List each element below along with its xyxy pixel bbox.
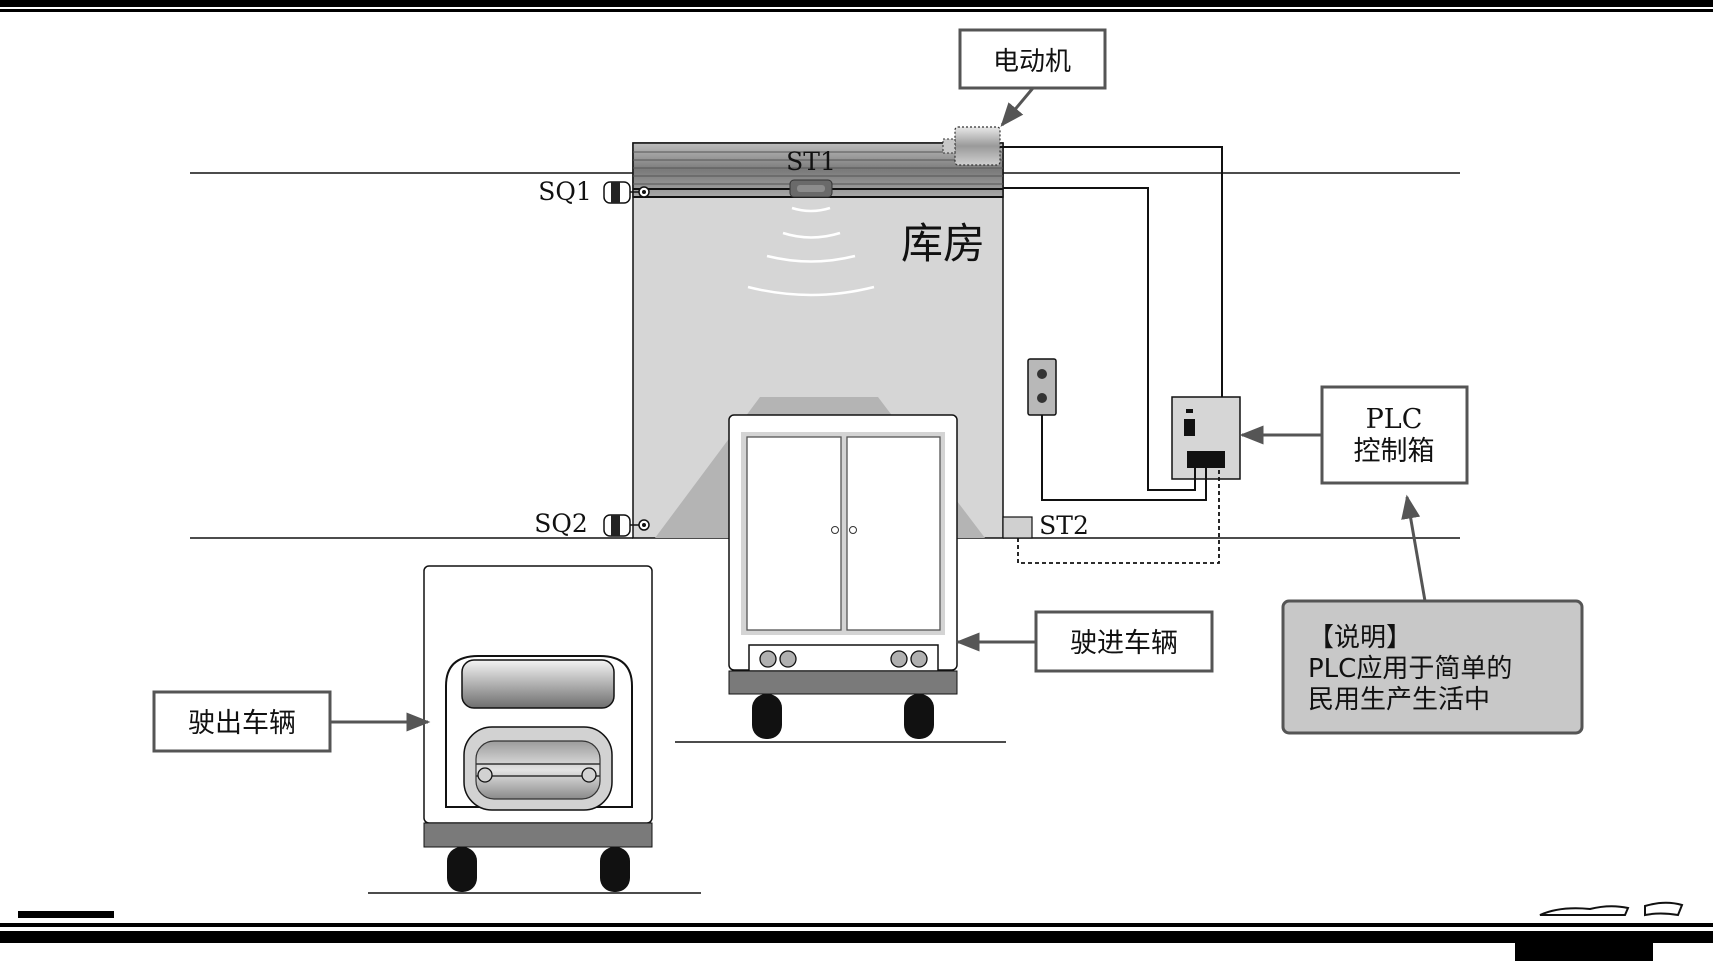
sensor-waves xyxy=(747,206,875,297)
vehicle-in-label: 驶进车辆 xyxy=(1070,628,1178,659)
decorative-mark xyxy=(1539,901,1684,917)
sq2-label: SQ2 xyxy=(534,509,588,538)
vehicle-in-label-box xyxy=(1034,610,1214,673)
motor-icon xyxy=(942,126,1001,166)
st1-label: ST1 xyxy=(786,147,836,176)
note-box xyxy=(1281,599,1584,735)
plc-control-box-icon xyxy=(1171,396,1241,480)
note-title: 【说明】 xyxy=(1308,623,1412,653)
note-line2: 民用生产生活中 xyxy=(1308,685,1490,715)
warehouse-label: 库房 xyxy=(901,219,985,268)
outgoing-truck xyxy=(368,565,701,894)
building-lines xyxy=(190,172,1460,539)
motor-label: 电动机 xyxy=(993,47,1071,77)
incoming-truck xyxy=(675,414,1006,743)
sq1-limit-switch-icon xyxy=(603,181,650,204)
st2-sensor-icon xyxy=(1002,516,1033,539)
note-arrow xyxy=(1401,494,1427,602)
motor-label-box xyxy=(958,28,1107,90)
motor-arrow xyxy=(1000,87,1035,127)
plc-label-box xyxy=(1320,385,1469,485)
vehicle-out-label-box xyxy=(152,690,332,753)
note-line1: PLC应用于简单的 xyxy=(1308,654,1512,684)
wiring xyxy=(1000,146,1223,501)
sq2-limit-switch-icon xyxy=(603,514,650,537)
st1-sensor-icon xyxy=(789,179,833,198)
plc-label-line1: PLC xyxy=(1366,404,1423,435)
plc-label-line2: 控制箱 xyxy=(1354,436,1435,467)
vehicle-out-label: 驶出车辆 xyxy=(188,708,296,739)
st2-wire xyxy=(1017,468,1220,564)
sq1-label: SQ1 xyxy=(538,177,592,206)
button-panel-icon xyxy=(1027,358,1057,416)
st2-label: ST2 xyxy=(1039,511,1089,540)
